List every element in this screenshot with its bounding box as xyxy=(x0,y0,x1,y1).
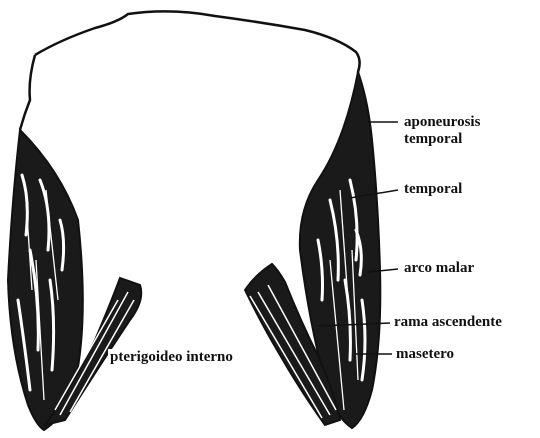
label-aponeurosis-line1: aponeurosis xyxy=(404,114,480,131)
label-pterigoideo-interno: pterigoideo interno xyxy=(108,349,235,366)
skull-outline-left-side xyxy=(20,55,35,130)
label-temporal: temporal xyxy=(404,181,462,198)
label-aponeurosis-line2: temporal xyxy=(404,131,480,148)
label-rama-ascendente: rama ascendente xyxy=(394,314,502,331)
label-aponeurosis: aponeurosis temporal xyxy=(404,114,480,148)
skull-outline xyxy=(35,11,368,120)
label-masetero: masetero xyxy=(396,346,454,363)
label-arco-malar: arco malar xyxy=(404,260,474,277)
